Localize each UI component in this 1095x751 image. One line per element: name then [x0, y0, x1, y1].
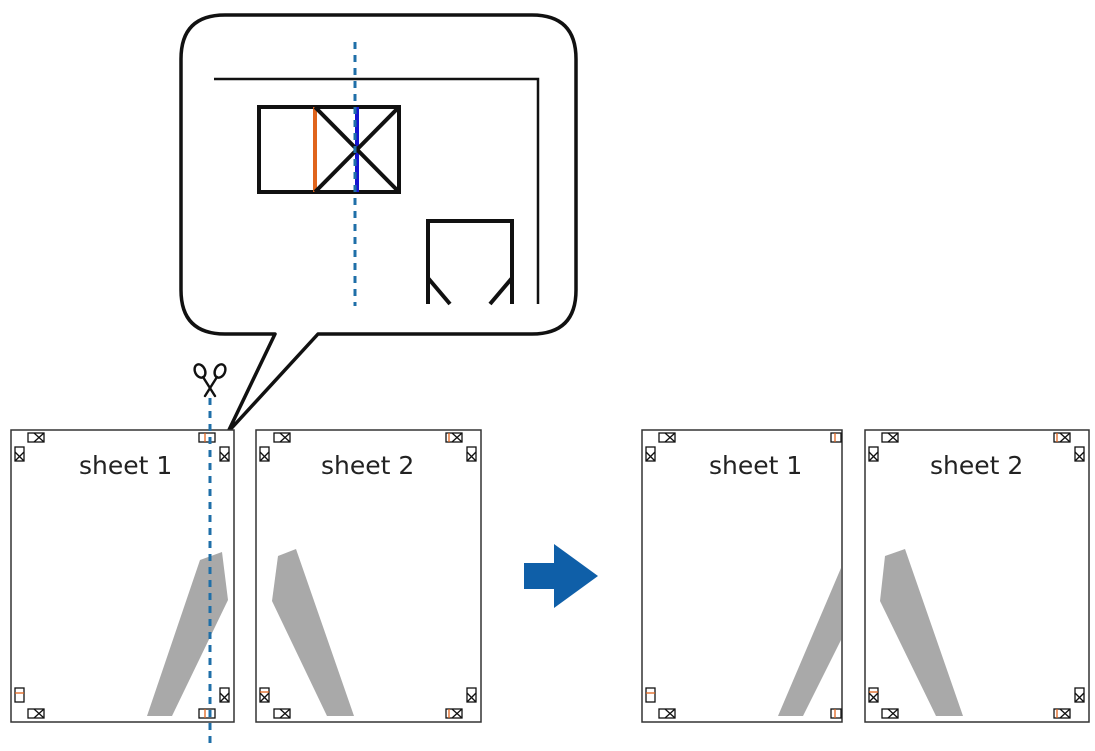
scissors-icon [193, 363, 227, 398]
image-fragment [147, 552, 228, 716]
sheet-label: sheet 2 [321, 451, 414, 480]
image-fragment [778, 568, 841, 716]
sheet-label: sheet 1 [709, 451, 802, 480]
sheet-label: sheet 2 [930, 451, 1023, 480]
zoom-callout [179, 13, 578, 434]
sheet-before-2: sheet 2 [255, 429, 482, 723]
sheet-after-2: sheet 2 [864, 429, 1090, 723]
sheet-label: sheet 1 [79, 451, 172, 480]
sheet-before-1: sheet 1 [10, 429, 235, 723]
registration-mark [645, 432, 842, 719]
image-fragment [880, 549, 963, 716]
registration-mark [868, 432, 1085, 719]
callout-bubble [179, 13, 578, 434]
sheet-after-1: sheet 1 [641, 429, 843, 723]
registration-mark [14, 432, 230, 719]
callout-mark-enlarged [257, 105, 401, 194]
registration-mark [259, 432, 477, 719]
callout-page-edge [214, 77, 540, 304]
arrow-right-icon [524, 544, 598, 608]
callout-mark-partial [426, 219, 514, 306]
image-fragment [272, 549, 354, 716]
